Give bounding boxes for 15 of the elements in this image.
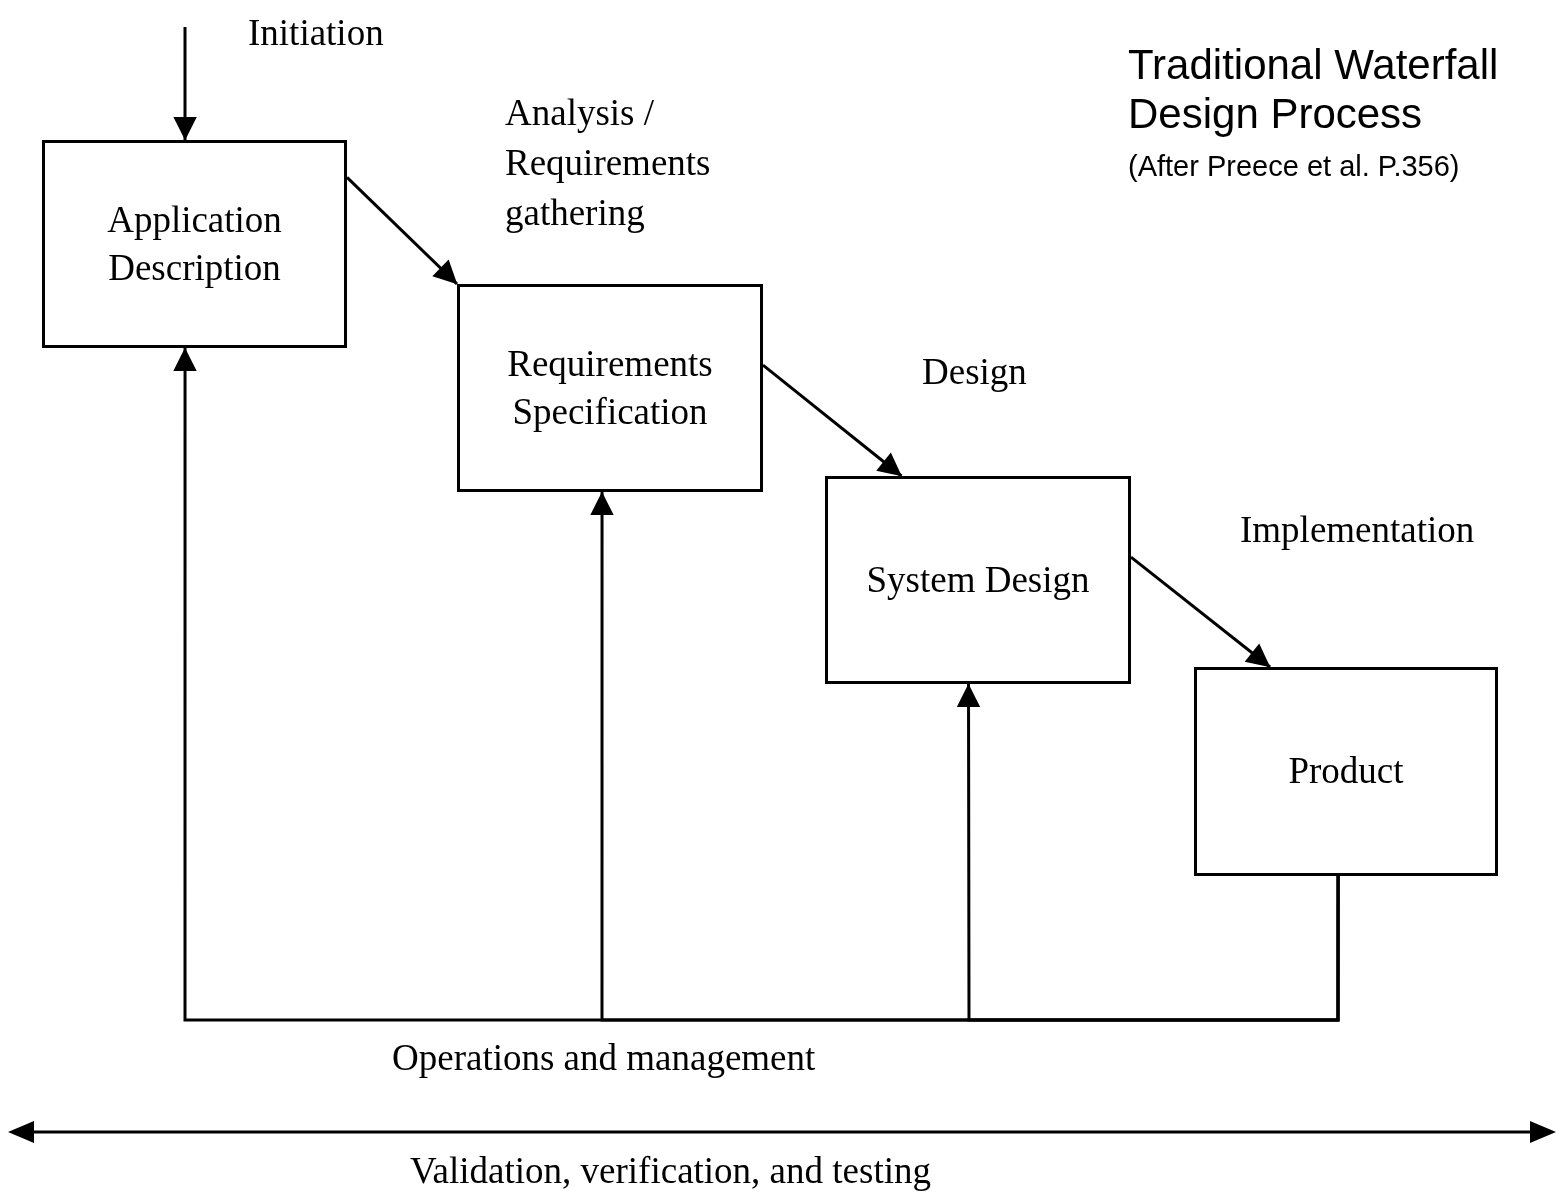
box-label: Requirements Specification [506, 341, 714, 434]
arrow [1130, 555, 1271, 669]
process-box [825, 476, 1131, 684]
box-label: System Design [866, 557, 1090, 602]
arrow [345, 176, 459, 286]
process-box [42, 140, 347, 348]
caption: (After Preece et al. P.356) [1128, 150, 1460, 183]
box-label: Product [1288, 749, 1404, 794]
arrow [173, 27, 197, 141]
box-label: Application Description [106, 197, 283, 290]
process-box [1194, 667, 1498, 876]
arrow [762, 363, 903, 478]
process-box [457, 284, 763, 492]
title: Traditional Waterfall Design Process [1128, 40, 1500, 139]
arrow [956, 683, 1340, 1022]
